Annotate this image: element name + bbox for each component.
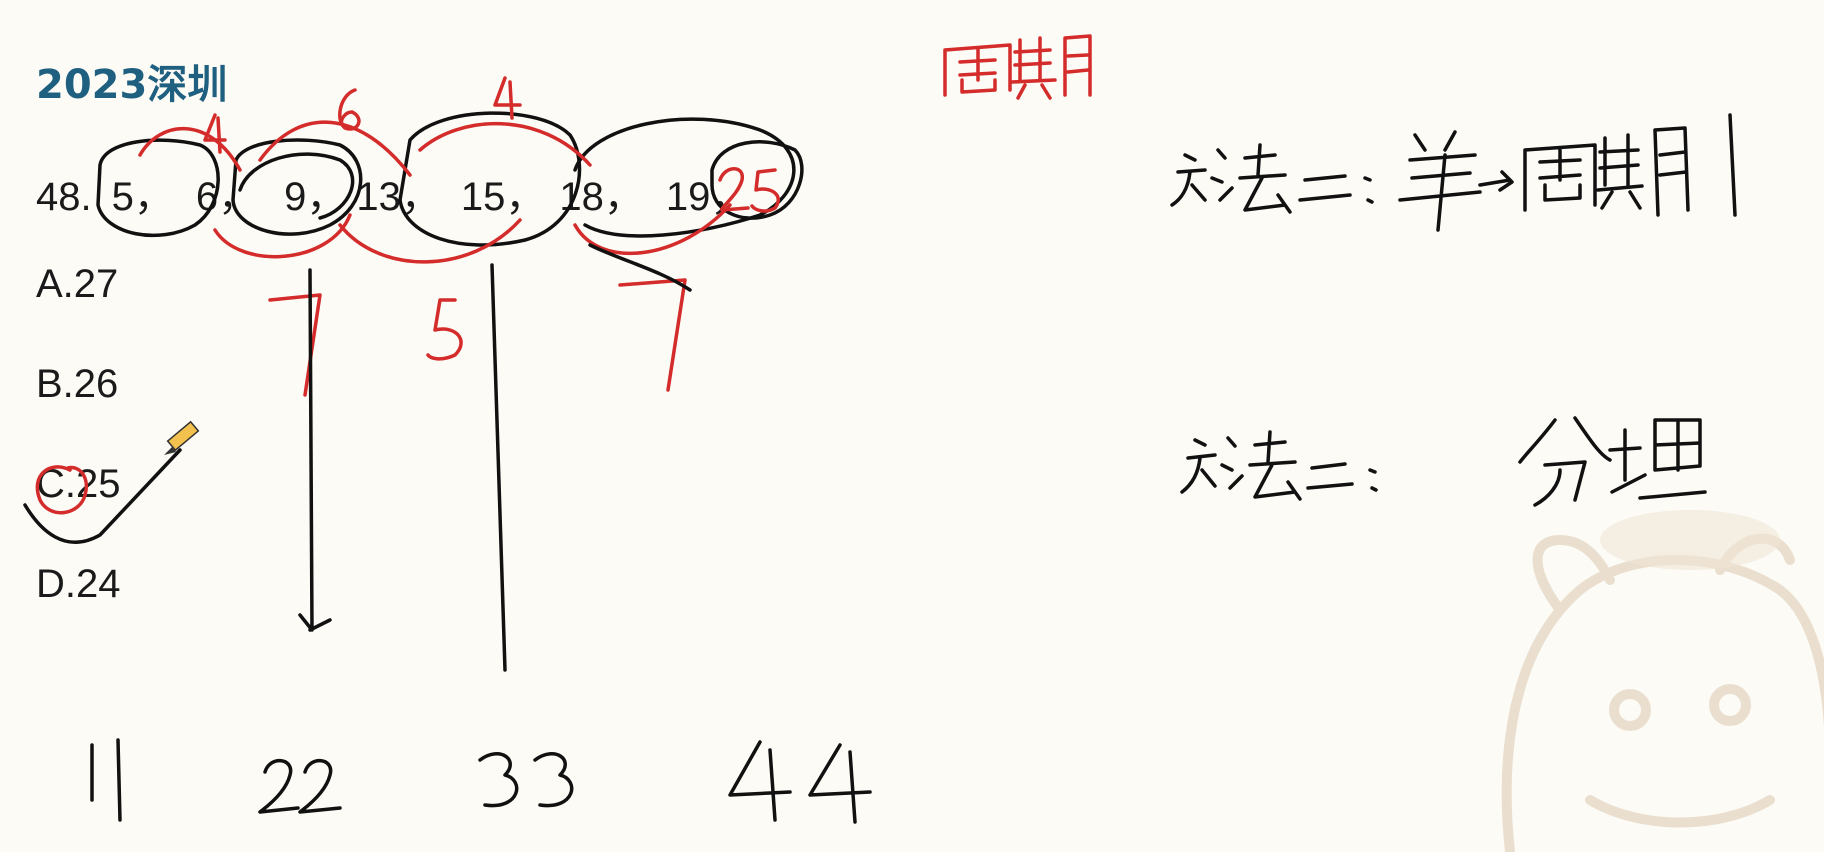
option-d[interactable]: D.24 — [36, 562, 121, 606]
method-2-handwritten — [1170, 113, 1737, 232]
arrow-line — [588, 243, 692, 292]
pencil-icon — [164, 420, 200, 455]
sequence-term: 13， — [356, 175, 441, 219]
arrow-line — [298, 268, 332, 632]
sequence-term: 19， — [665, 175, 751, 219]
arrow-line — [490, 263, 507, 672]
diff-number-5 — [426, 298, 463, 361]
sum-11 — [90, 738, 122, 822]
question-number: 48. — [36, 175, 92, 219]
sequence-term: 9， — [284, 175, 347, 219]
sequence-term: 15， — [460, 175, 546, 219]
mascot-watermark-icon — [1501, 510, 1824, 852]
diff-number-7 — [618, 278, 687, 392]
diff-number-4 — [203, 113, 227, 154]
option-b[interactable]: B.26 — [36, 362, 119, 406]
sequence-term: 6， — [195, 175, 259, 219]
diff-arc — [418, 121, 592, 167]
heading-zhouqi-red — [943, 34, 1092, 100]
diff-number-7 — [268, 293, 322, 397]
option-a[interactable]: A.27 — [36, 262, 119, 306]
sequence-term: 5， — [111, 175, 174, 219]
exam-source-title: 2023深圳 — [36, 62, 228, 108]
question-sequence: 48. 5， 6， 9，13， 15， 18， 19， — [36, 164, 750, 222]
diff-number-6 — [338, 88, 361, 131]
diff-number-4 — [493, 76, 522, 120]
diff-arc — [338, 218, 522, 264]
sum-33 — [478, 752, 574, 808]
option-c[interactable]: C.25 — [36, 462, 121, 506]
sum-44 — [728, 740, 872, 824]
method-1-handwritten — [1180, 416, 1707, 507]
sequence-term: 18， — [559, 175, 644, 219]
sum-22 — [258, 759, 342, 814]
